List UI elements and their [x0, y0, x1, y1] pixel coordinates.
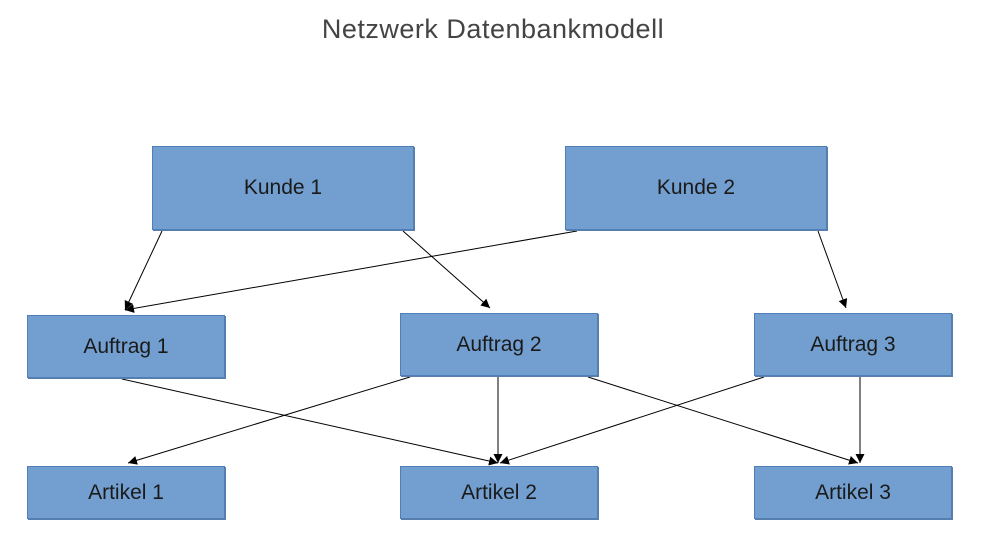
edge-auftrag2-to-artikel1: [127, 376, 411, 465]
node-kunde-2: Kunde 2: [565, 146, 827, 230]
edge-auftrag3-to-artikel2: [499, 376, 765, 465]
edge-kunde1-to-auftrag2: [402, 230, 491, 309]
edge-kunde2-to-auftrag1: [124, 230, 578, 313]
node-artikel-2: Artikel 2: [400, 466, 598, 519]
node-auftrag-3: Auftrag 3: [754, 313, 952, 376]
edge-kunde1-to-auftrag1: [124, 230, 163, 311]
node-auftrag-2: Auftrag 2: [400, 313, 598, 376]
node-artikel-1: Artikel 1: [27, 466, 225, 519]
node-artikel-3: Artikel 3: [754, 466, 952, 519]
diagram-title: Netzwerk Datenbankmodell: [321, 14, 665, 44]
edge-kunde2-to-auftrag3: [817, 230, 848, 309]
node-kunde-1: Kunde 1: [152, 146, 414, 230]
edge-auftrag2-to-artikel3: [587, 376, 859, 465]
edge-auftrag1-to-artikel2: [121, 378, 499, 466]
node-auftrag-1: Auftrag 1: [27, 315, 225, 378]
